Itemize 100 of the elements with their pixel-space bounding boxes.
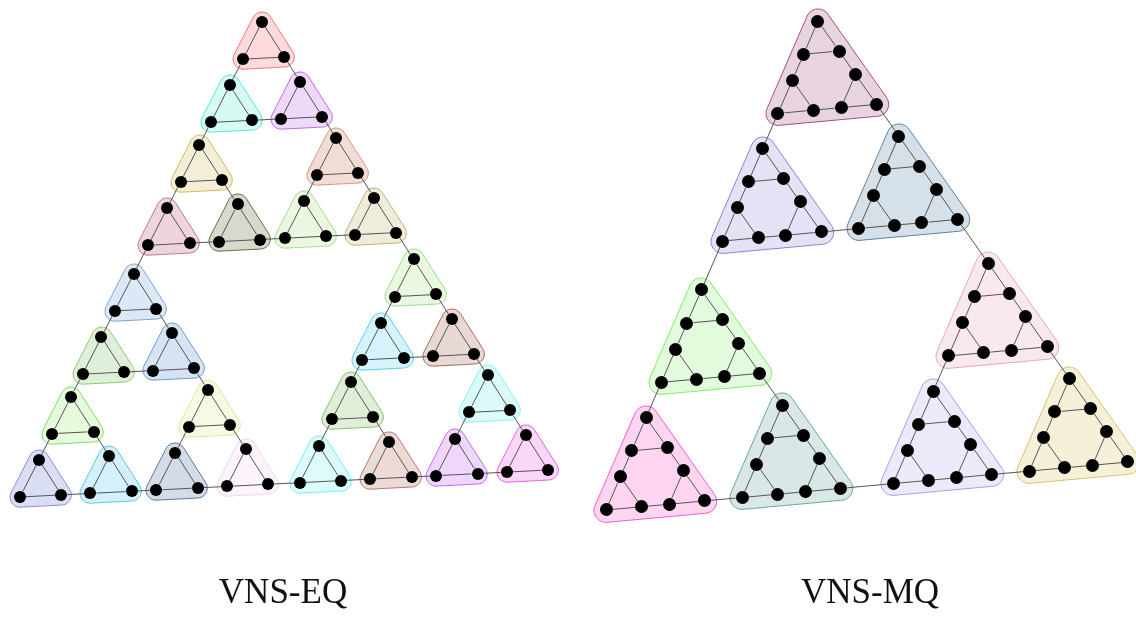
graph-edge bbox=[622, 456, 630, 472]
graph-edge bbox=[361, 177, 372, 193]
vertex-cluster bbox=[41, 385, 105, 445]
graph-edge bbox=[360, 232, 391, 235]
graph-edge bbox=[962, 474, 986, 478]
graph-edge bbox=[909, 429, 917, 445]
graph-edge bbox=[112, 460, 129, 487]
graph-edge bbox=[1093, 413, 1104, 428]
vertex-cluster bbox=[177, 378, 242, 438]
graph-edge bbox=[819, 107, 836, 111]
graph-edge bbox=[692, 320, 717, 324]
graph-edge bbox=[224, 184, 235, 200]
graph-edge bbox=[1110, 436, 1125, 458]
graph-edge bbox=[1072, 383, 1088, 404]
vertex-cluster bbox=[709, 135, 835, 255]
graph-edge bbox=[895, 455, 906, 479]
graph-edge bbox=[305, 179, 315, 197]
graph-edge bbox=[934, 477, 951, 481]
vertex-cluster bbox=[71, 326, 135, 386]
graph-edge bbox=[787, 207, 799, 230]
graph-edge bbox=[1057, 384, 1068, 407]
vertex-cluster bbox=[359, 430, 423, 491]
graph-edge bbox=[807, 463, 818, 487]
graph-edge bbox=[958, 450, 969, 473]
graph-edge bbox=[954, 352, 978, 356]
graph-edge bbox=[73, 401, 91, 428]
graph-edge bbox=[764, 118, 776, 144]
graph-edge bbox=[383, 301, 393, 318]
graph-edge bbox=[104, 341, 122, 368]
graph-edge bbox=[1013, 322, 1024, 345]
graph-edge bbox=[740, 212, 755, 233]
graph-edge bbox=[372, 446, 387, 475]
graph-edge bbox=[670, 452, 681, 467]
graph-edge bbox=[785, 409, 801, 431]
graph-edge bbox=[703, 246, 721, 285]
graph-edge bbox=[1012, 298, 1023, 313]
graph-edge bbox=[338, 142, 356, 169]
graph-edge bbox=[400, 294, 431, 297]
graph-edge bbox=[794, 59, 802, 75]
graph-edge bbox=[194, 424, 225, 427]
graph-edge bbox=[989, 350, 1006, 353]
graph-edge bbox=[210, 394, 228, 421]
graph-edge bbox=[286, 116, 317, 120]
graph-edge bbox=[162, 487, 193, 491]
graph-edge bbox=[637, 447, 662, 451]
graph-edge bbox=[190, 394, 206, 422]
graph-edge bbox=[512, 414, 523, 431]
graph-edge bbox=[858, 79, 874, 100]
graph-edge bbox=[203, 486, 222, 489]
vertex-cluster bbox=[215, 438, 280, 498]
vertex-cluster bbox=[199, 74, 264, 134]
graph-edge bbox=[84, 341, 100, 370]
graph-edge bbox=[174, 338, 192, 364]
graph-edge bbox=[178, 457, 196, 484]
graph-edge bbox=[843, 79, 854, 103]
graph-edge bbox=[671, 476, 682, 499]
graph-edge bbox=[337, 417, 368, 420]
graph-edge bbox=[1035, 467, 1059, 471]
graph-edge bbox=[376, 421, 387, 438]
graph-edge bbox=[186, 179, 217, 183]
graph-edge bbox=[438, 299, 449, 315]
graph-edge bbox=[667, 379, 691, 383]
graph-edge bbox=[290, 235, 321, 239]
graph-edge bbox=[182, 149, 198, 178]
graph-edge bbox=[791, 232, 816, 236]
graph-edge bbox=[399, 237, 411, 255]
graph-edge bbox=[264, 26, 282, 53]
graph-edge bbox=[647, 504, 664, 507]
graph-edge bbox=[997, 471, 1024, 475]
vertex-cluster bbox=[103, 262, 168, 322]
graph-edge bbox=[483, 471, 502, 474]
graph-edge bbox=[57, 431, 89, 434]
graph-edge bbox=[66, 493, 85, 496]
vertex-cluster bbox=[321, 371, 385, 431]
graph-edge bbox=[924, 194, 935, 218]
graph-edge bbox=[783, 110, 808, 114]
graph-edge bbox=[846, 483, 888, 489]
graph-edge bbox=[25, 494, 56, 498]
graph-edge bbox=[902, 140, 917, 162]
graph-edge bbox=[886, 141, 897, 164]
graph-edge bbox=[939, 194, 955, 215]
graph-edge bbox=[648, 387, 660, 413]
graph-edge bbox=[876, 200, 892, 221]
graph-edge bbox=[232, 64, 241, 81]
graph-edge bbox=[763, 378, 780, 401]
graph-edge bbox=[136, 278, 154, 305]
vertex-cluster bbox=[845, 123, 971, 242]
graph-edge bbox=[321, 450, 339, 476]
graph-edge bbox=[73, 379, 81, 392]
graph-edge bbox=[240, 209, 258, 235]
graph-edge bbox=[224, 239, 255, 242]
graph-edge bbox=[457, 417, 467, 434]
graph-edge bbox=[950, 328, 961, 351]
graph-edge bbox=[623, 481, 639, 502]
graph-edge bbox=[334, 387, 349, 415]
graph-edge bbox=[391, 446, 409, 473]
graph-edge bbox=[22, 464, 37, 493]
graph-edge bbox=[1017, 347, 1042, 351]
graph-edge bbox=[273, 482, 295, 485]
graph-edge bbox=[153, 242, 185, 246]
